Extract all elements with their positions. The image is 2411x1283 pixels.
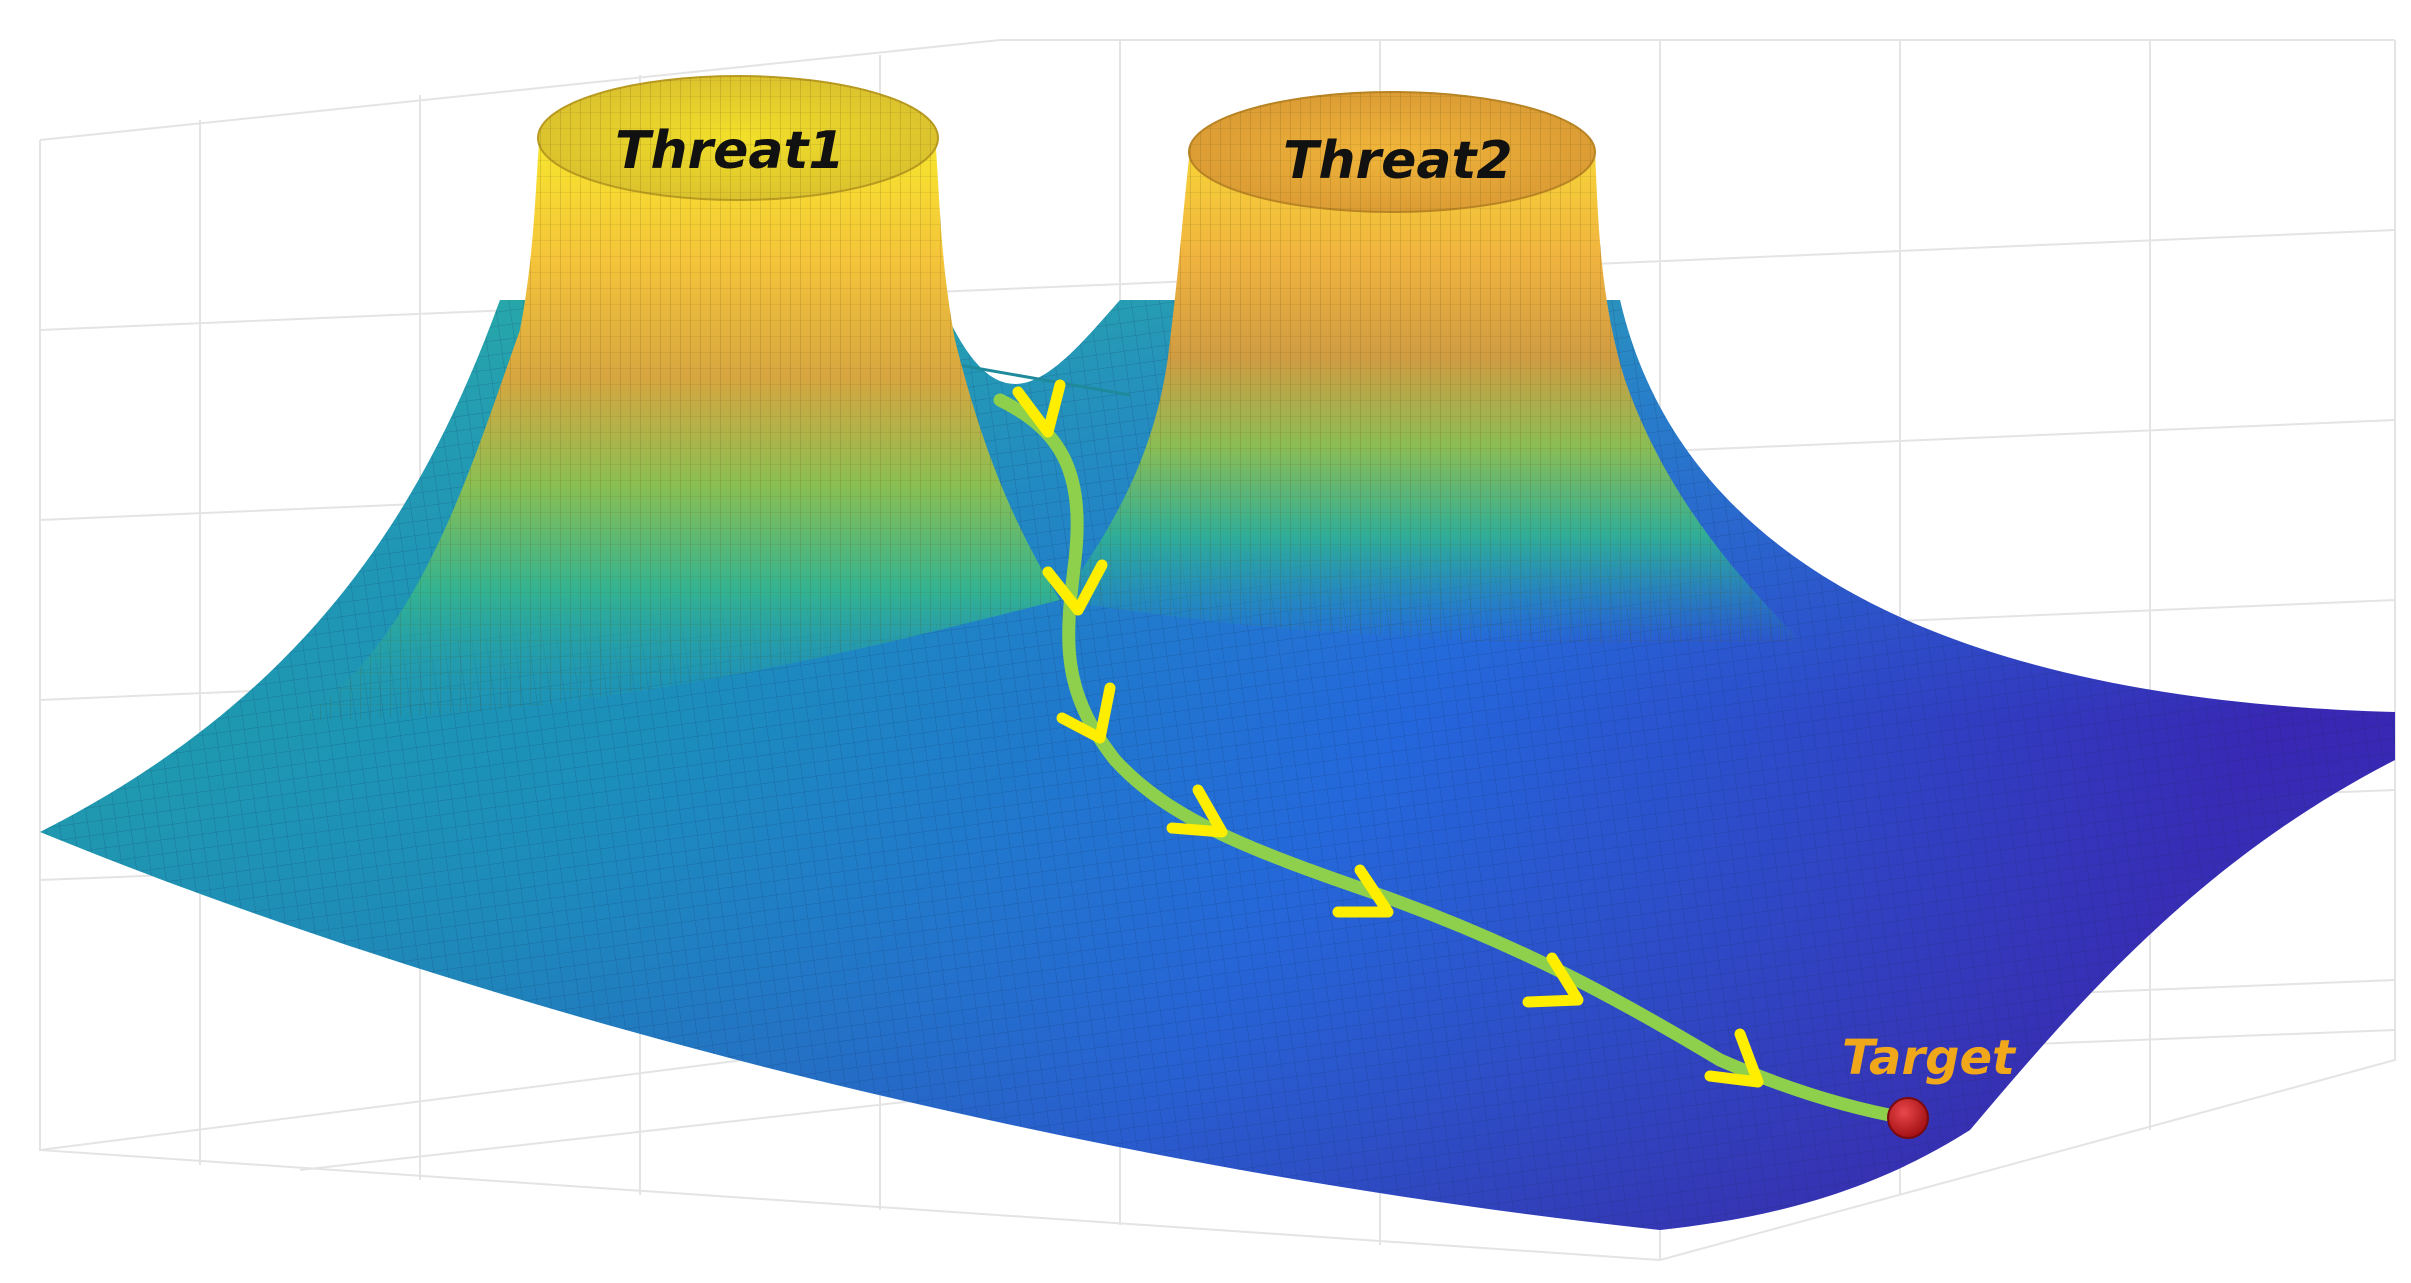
arrow-icon bbox=[1042, 559, 1108, 616]
target-marker bbox=[1887, 1097, 1929, 1139]
arrow-icon bbox=[1056, 682, 1116, 744]
direction-arrows bbox=[1012, 379, 1764, 1088]
threat1-hill bbox=[300, 75, 1060, 720]
threat1-label: Threat1 bbox=[615, 121, 845, 181]
arrow-icon bbox=[1522, 952, 1584, 1008]
threat2-hill bbox=[1060, 91, 1800, 644]
arrow-icon bbox=[1332, 864, 1394, 918]
target-label: Target bbox=[1842, 1030, 2017, 1086]
arrow-icon bbox=[1012, 379, 1066, 438]
arrow-icon bbox=[1166, 784, 1228, 838]
planned-path bbox=[993, 393, 1912, 1125]
threat2-label: Threat2 bbox=[1283, 131, 1513, 191]
arrow-icon bbox=[1704, 1028, 1764, 1088]
